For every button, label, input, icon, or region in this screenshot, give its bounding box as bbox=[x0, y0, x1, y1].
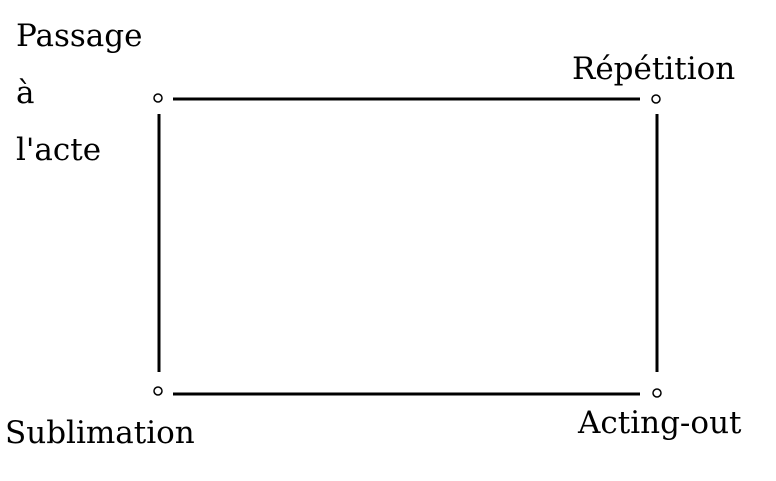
node-top-left bbox=[153, 93, 163, 103]
label-passage-a-lacte: Passage à l'acte bbox=[16, 8, 142, 179]
label-line: l'acte bbox=[16, 132, 102, 168]
node-top-right bbox=[651, 94, 661, 104]
label-acting-out: Acting-out bbox=[578, 405, 742, 441]
label-repetition: Répétition bbox=[572, 51, 736, 87]
label-line: Passage bbox=[16, 18, 143, 54]
node-bottom-left bbox=[153, 386, 163, 396]
label-sublimation: Sublimation bbox=[5, 415, 195, 451]
node-bottom-right bbox=[652, 388, 662, 398]
label-line: à bbox=[16, 75, 35, 111]
